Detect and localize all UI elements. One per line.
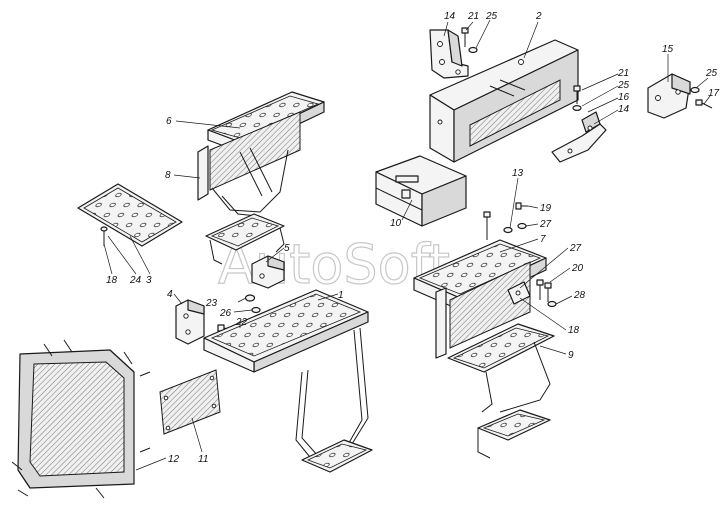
bracket-18-right	[507, 281, 531, 305]
part-15-bracket-right	[647, 73, 691, 119]
callout-8: 8	[165, 170, 171, 181]
callout-19: 19	[540, 203, 552, 214]
callout-20: 20	[571, 263, 584, 274]
callout-27-bottom: 27	[569, 243, 582, 254]
callout-25-top: 25	[485, 11, 498, 22]
callout-14-mid: 14	[618, 104, 630, 115]
part-3-tread-plate	[77, 183, 183, 247]
callout-2: 2	[535, 11, 542, 22]
callout-labels: 14 21 25 2 15 25 17 21 25 16 14 6 8 10 1…	[106, 11, 720, 465]
screw-18	[100, 226, 108, 246]
callout-25-mid: 25	[617, 80, 630, 91]
washer-28	[547, 300, 557, 308]
part-14-bracket-top	[429, 29, 469, 79]
frame-bolts	[11, 339, 151, 499]
callout-17: 17	[708, 88, 720, 99]
bolt-13	[483, 211, 491, 240]
callout-21-top: 21	[467, 11, 479, 22]
part-8-lower-rung	[205, 213, 285, 265]
callout-28: 28	[573, 290, 586, 301]
part-4-bracket	[175, 299, 205, 345]
part-12-mirror-frame	[11, 339, 151, 499]
callout-22: 22	[235, 317, 248, 328]
part-1-main-step	[203, 289, 369, 463]
callout-1: 1	[338, 290, 344, 301]
callout-13: 13	[512, 168, 524, 179]
callout-23: 23	[205, 298, 218, 309]
callout-18-left: 18	[106, 275, 118, 286]
callout-3: 3	[146, 275, 152, 286]
part-10-toolbox	[375, 155, 467, 227]
part-1-lower-rung	[301, 439, 373, 473]
callout-6: 6	[166, 116, 172, 127]
callout-10: 10	[390, 218, 402, 229]
bolt-17-right	[690, 86, 713, 109]
bolt-21-top	[461, 27, 478, 54]
bolt-20	[536, 279, 552, 302]
callout-26: 26	[219, 308, 232, 319]
callout-18-right: 18	[568, 325, 580, 336]
callout-16: 16	[618, 92, 630, 103]
part-9-step-frame-right	[435, 261, 555, 413]
callout-24: 24	[129, 275, 142, 286]
bolt-19	[515, 202, 528, 210]
callout-7: 7	[540, 234, 546, 245]
callout-12: 12	[168, 454, 180, 465]
callout-21-mid: 21	[617, 68, 629, 79]
part-8-step-frame	[197, 111, 301, 217]
callout-14-top: 14	[444, 11, 456, 22]
callout-4: 4	[167, 289, 173, 300]
washer-23	[244, 294, 256, 302]
bolt-21-mid	[572, 85, 582, 111]
callout-9: 9	[568, 350, 574, 361]
part-2-battery-box	[429, 39, 579, 163]
callout-15: 15	[662, 44, 674, 55]
part-5-hinge	[251, 255, 285, 289]
callout-27-top: 27	[539, 219, 552, 230]
callout-25-right: 25	[705, 68, 718, 79]
washer-26	[251, 306, 261, 314]
callout-11: 11	[198, 454, 208, 465]
callout-5: 5	[284, 243, 290, 254]
washer-27	[503, 222, 527, 234]
part-9-lower-rung-right	[477, 409, 551, 459]
leader-lines	[103, 19, 711, 471]
part-14-bracket-mid	[551, 111, 607, 163]
part-11-plate	[159, 369, 221, 435]
